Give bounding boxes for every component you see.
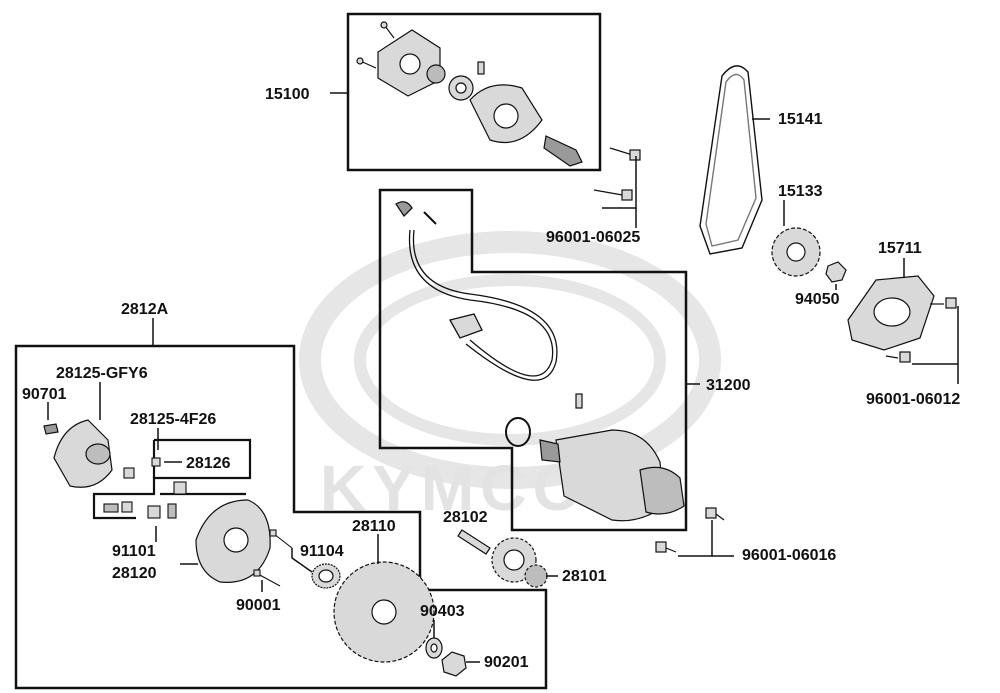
label-91101: 91101 (112, 543, 156, 560)
label-91104: 91104 (300, 543, 344, 560)
bolts-96001-06012 (885, 297, 957, 363)
label-28125-GFY6: 28125-GFY6 (56, 365, 148, 382)
label-28101: 28101 (562, 568, 607, 585)
group-box-31200 (378, 188, 688, 532)
sprocket (771, 227, 821, 277)
label-90201: 90201 (484, 654, 529, 671)
label-15133: 15133 (778, 183, 823, 200)
clutch-flange (53, 419, 113, 488)
needle-bearing (311, 563, 341, 589)
bolts-96001-06025 (593, 147, 641, 201)
label-28120: 28120 (112, 565, 157, 582)
idle-gear (491, 537, 548, 588)
nut-94050 (825, 261, 847, 283)
label-28126: 28126 (186, 455, 231, 472)
label-90403: 90403 (420, 603, 465, 620)
oil-pump-parts (356, 21, 583, 167)
label-15100: 15100 (265, 86, 310, 103)
idle-gear-shaft (457, 529, 491, 555)
sprocket-cover (847, 275, 935, 351)
label-90001: 90001 (236, 597, 281, 614)
label-90701: 90701 (22, 386, 67, 403)
starter-motor (505, 393, 685, 522)
label-31200: 31200 (706, 377, 751, 394)
label-94050: 94050 (795, 291, 840, 308)
starter-cable (395, 201, 558, 381)
label-28102: 28102 (443, 509, 488, 526)
label-15711: 15711 (878, 240, 922, 257)
washer-90403 (425, 637, 443, 659)
clutch-outer (195, 499, 271, 583)
label-96001-06025: 96001-06025 (546, 229, 640, 246)
label-28125-4F26: 28125-4F26 (130, 411, 216, 428)
drive-chain (699, 65, 763, 255)
starter-driven-gear (333, 561, 435, 663)
nut-90201 (441, 651, 467, 677)
bolts-96001-06016 (655, 507, 725, 553)
label-28110: 28110 (352, 518, 396, 535)
label-15141: 15141 (778, 111, 823, 128)
group-box-15100 (346, 12, 602, 172)
label-96001-06016: 96001-06016 (742, 547, 836, 564)
bolts-90001 (253, 529, 293, 587)
rollers-and-springs (103, 457, 187, 519)
label-96001-06012: 96001-06012 (866, 391, 960, 408)
kymco-logo-icon: KYMCO (299, 231, 721, 524)
label-2812A: 2812A (121, 301, 169, 318)
sub-box-rollers (92, 438, 252, 520)
key-90701 (43, 423, 59, 435)
